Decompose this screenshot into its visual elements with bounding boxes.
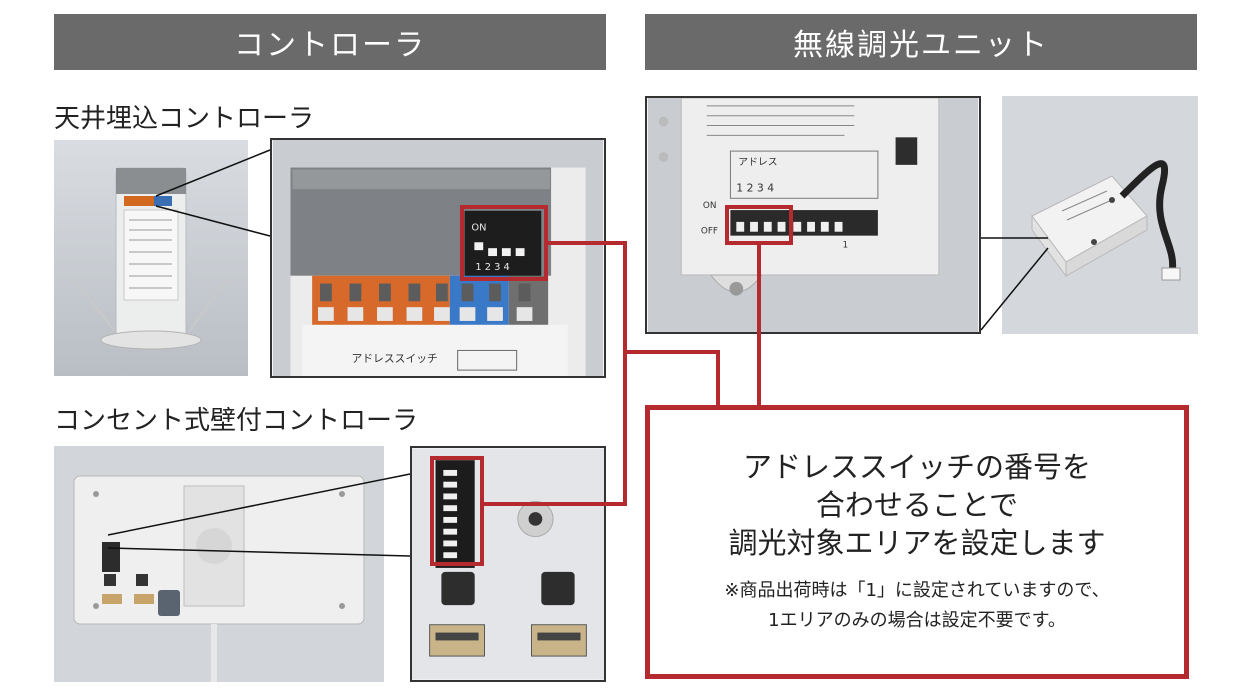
wireless-unit-small-photo bbox=[1002, 96, 1198, 334]
wireless-one-label: 1 bbox=[842, 240, 848, 250]
wireless-off-label: OFF bbox=[701, 227, 718, 237]
wall-controller-photo bbox=[54, 446, 384, 682]
ceiling-controller-zoom-photo: ON 1 2 3 4 アドレススイッチ bbox=[270, 138, 606, 378]
address-switch-callout: アドレススイッチの番号を 合わせることで 調光対象エリアを設定します ※商品出荷… bbox=[645, 405, 1189, 679]
wireless-address-label: アドレス bbox=[738, 157, 777, 168]
wireless-on-label: ON bbox=[703, 201, 717, 211]
controller-section-banner: コントローラ bbox=[54, 14, 606, 70]
wireless-unit-section-banner: 無線調光ユニット bbox=[645, 14, 1197, 70]
ceiling-controller-heading: 天井埋込コントローラ bbox=[54, 104, 315, 134]
dip-on-label: ON bbox=[471, 222, 486, 233]
callout-line-1: アドレススイッチの番号を bbox=[742, 450, 1091, 484]
wall-controller-zoom-photo bbox=[410, 446, 606, 682]
callout-note-2: 1エリアのみの場合は設定不要です。 bbox=[768, 610, 1066, 631]
ceiling-controller-photo bbox=[54, 140, 248, 376]
callout-line-3: 調光対象エリアを設定します bbox=[728, 526, 1106, 560]
wall-controller-heading: コンセント式壁付コントローラ bbox=[54, 406, 419, 436]
wireless-unit-photo: アドレス 1 2 3 4 ON OFF 1 bbox=[645, 96, 981, 334]
callout-line-2: 合わせることで bbox=[815, 488, 1019, 522]
wireless-digit-labels: 1 2 3 4 bbox=[736, 181, 774, 194]
callout-note-1: ※商品出荷時は「1」に設定されていますので、 bbox=[724, 580, 1110, 601]
address-switch-label: アドレススイッチ bbox=[351, 352, 437, 365]
dip-number-labels: 1 2 3 4 bbox=[475, 262, 509, 273]
